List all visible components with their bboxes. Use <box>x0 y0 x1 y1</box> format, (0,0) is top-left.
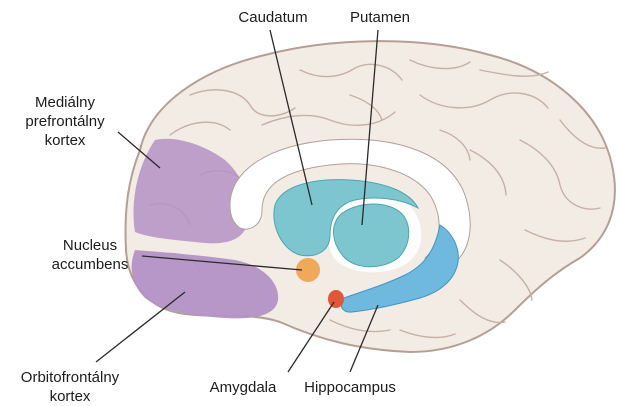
label-caudatum-text: Caudatum <box>238 9 307 26</box>
label-amygdala-text: Amygdala <box>210 379 277 396</box>
label-orbitofrontal-line2: kortex <box>0 387 140 406</box>
label-medial-prefrontal-line1: Mediálny <box>6 93 124 112</box>
leader-orbitofrontal <box>96 292 185 362</box>
label-medial-prefrontal: Mediálny prefrontálny kortex <box>6 93 124 150</box>
label-orbitofrontal-line1: Orbitofrontálny <box>0 368 140 387</box>
amygdala-region <box>328 290 344 308</box>
label-caudatum: Caudatum <box>228 8 318 27</box>
label-medial-prefrontal-line3: kortex <box>6 131 124 150</box>
label-amygdala: Amygdala <box>198 378 288 397</box>
label-hippocampus-text: Hippocampus <box>304 379 396 396</box>
label-putamen-text: Putamen <box>350 9 410 26</box>
label-nucleus-accumbens-line2: accumbens <box>40 255 140 274</box>
label-medial-prefrontal-line2: prefrontálny <box>6 112 124 131</box>
putamen-region <box>334 204 409 267</box>
label-nucleus-accumbens-line1: Nucleus <box>40 236 140 255</box>
label-putamen: Putamen <box>335 8 425 27</box>
label-orbitofrontal: Orbitofrontálny kortex <box>0 368 140 406</box>
label-nucleus-accumbens: Nucleus accumbens <box>40 236 140 274</box>
label-hippocampus: Hippocampus <box>285 378 415 397</box>
